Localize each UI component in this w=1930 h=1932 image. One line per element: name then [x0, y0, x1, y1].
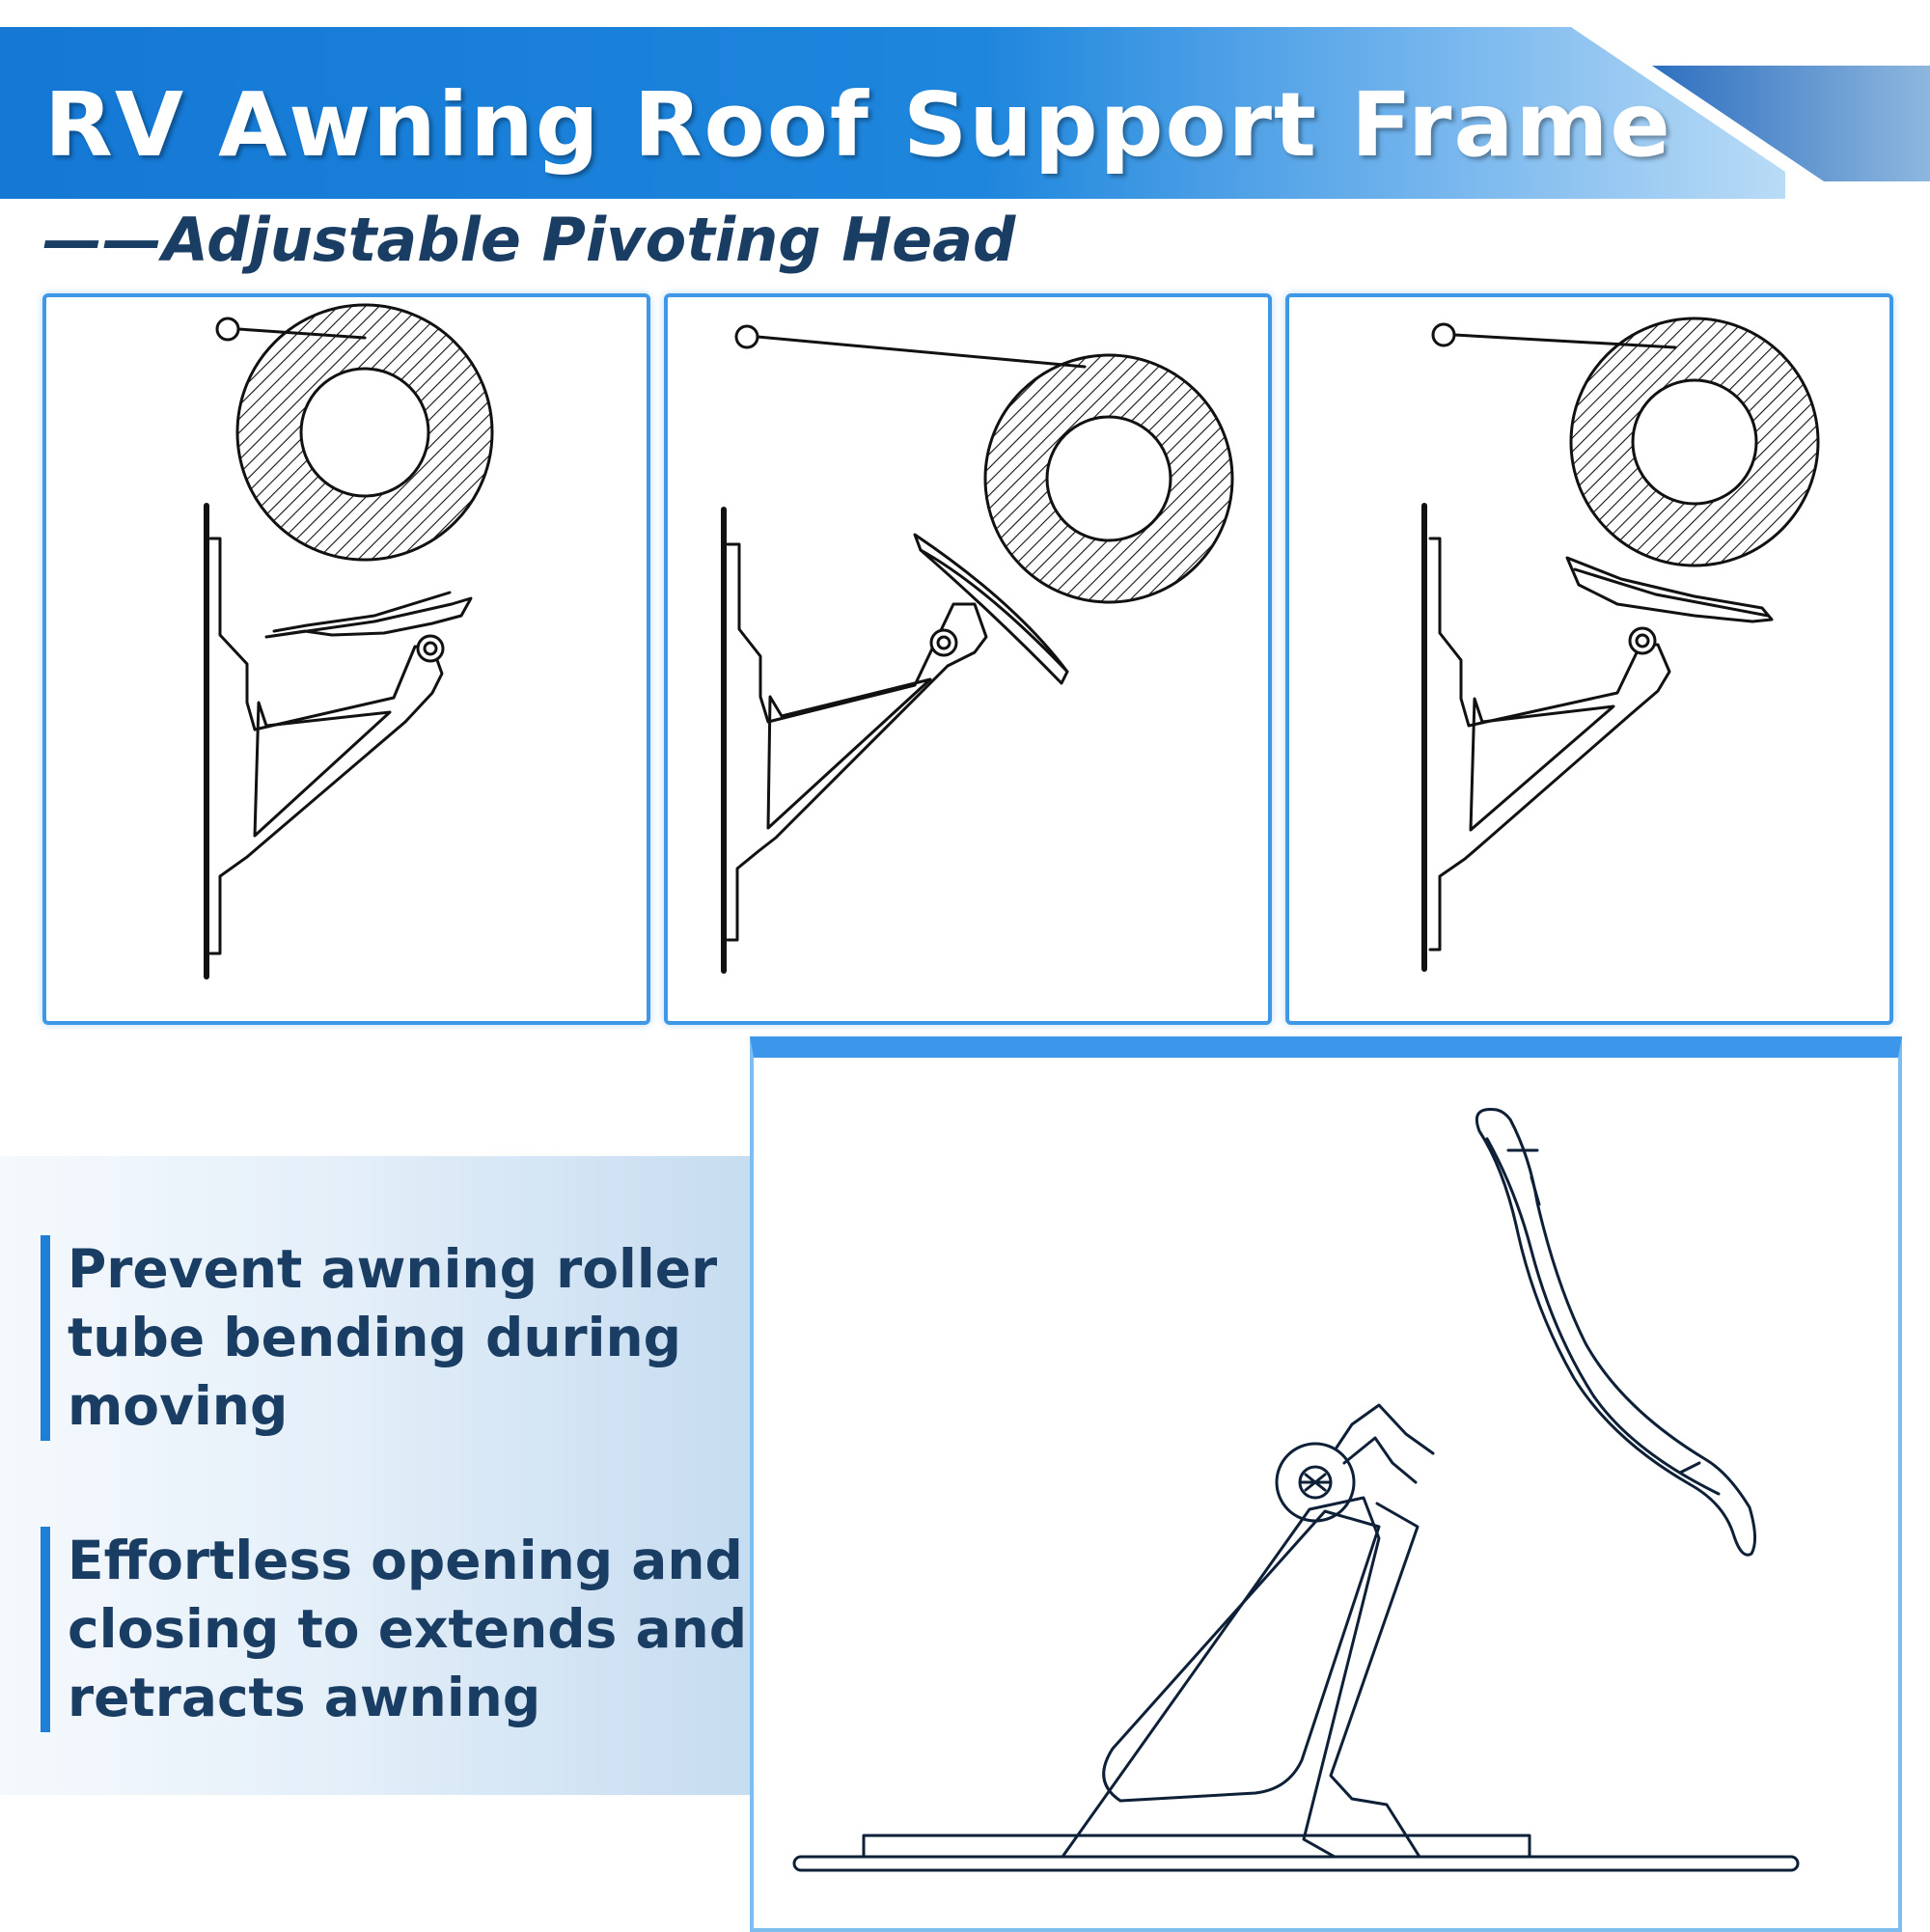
diagram-panel-2	[664, 293, 1272, 1025]
page-subtitle: ——Adjustable Pivoting Head	[42, 205, 1016, 275]
diagram-panel-1	[42, 293, 650, 1025]
feature-item-2: Effortless opening and closing to extend…	[41, 1527, 772, 1732]
header-banner: RV Awning Roof Support Frame	[0, 27, 1930, 199]
support-frame-detail-drawing	[792, 1107, 1800, 1872]
feature-band	[0, 1156, 751, 1795]
diagram-panel-3	[1285, 293, 1893, 1025]
awning-arm-diagram-2	[721, 324, 1234, 974]
banner-background	[0, 27, 1930, 199]
awning-arm-diagram-3	[1421, 317, 1820, 972]
page-title: RV Awning Roof Support Frame	[44, 73, 1672, 177]
awning-arm-diagram-1	[204, 303, 494, 980]
feature-item-1: Prevent awning roller tube bending durin…	[41, 1235, 772, 1441]
detail-drawing-panel	[750, 1036, 1902, 1932]
